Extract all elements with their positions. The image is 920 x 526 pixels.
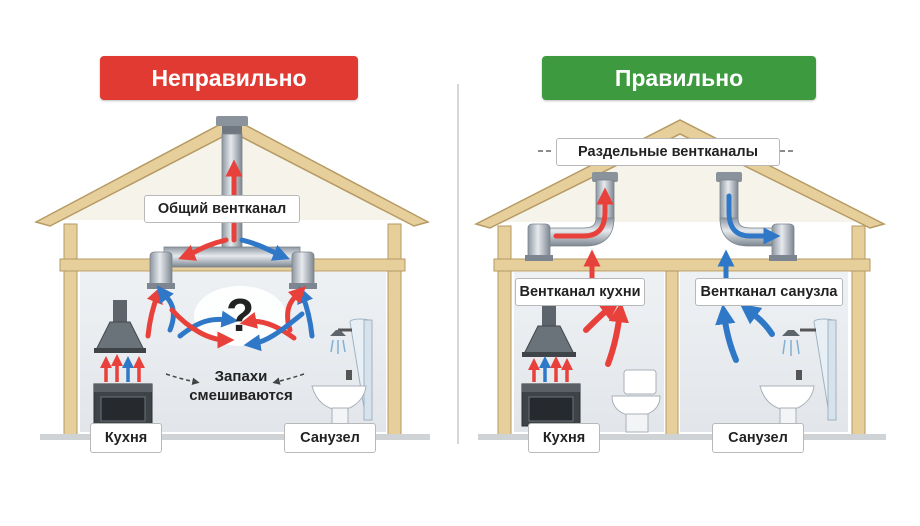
mix-question-mark: ?: [225, 289, 255, 341]
left-room-label-kitchen: Кухня: [90, 423, 162, 453]
left-wall-right: [387, 223, 402, 437]
kitchen-duct-label: Вентканал кухни: [515, 278, 645, 306]
right-toilet: [611, 369, 661, 433]
smell-mixing-line2: смешиваются: [189, 387, 293, 404]
right-floor: [478, 434, 886, 440]
left-house: [34, 116, 430, 440]
right-room-label-kitchen: Кухня: [528, 423, 600, 453]
left-dashed-arrow-kitchen: [165, 373, 200, 385]
right-header: Правильно: [542, 56, 816, 100]
left-dashed-arrow-bath: [272, 373, 305, 385]
left-wall-left: [63, 223, 78, 437]
left-stove: [93, 383, 153, 427]
right-roof: [473, 119, 887, 229]
left-kitchen-hood: [94, 300, 146, 353]
left-stove-arrows: [100, 354, 145, 382]
bathroom-duct-label: Вентканал санузла: [695, 278, 843, 306]
right-attic: [492, 133, 868, 222]
smell-mixing-text: Запахи смешиваются: [176, 367, 306, 405]
right-room-label-bathroom: Санузел: [712, 423, 804, 453]
right-house: [473, 119, 887, 440]
right-kitchen-hood: [522, 306, 576, 357]
right-kitchen-air-arrows: [583, 299, 630, 367]
smell-mixing-line1: Запахи: [214, 368, 268, 385]
left-room-label-bathroom: Санузел: [284, 423, 376, 453]
right-wall-left: [497, 225, 512, 437]
right-wall-right: [851, 225, 866, 437]
right-stove-arrows: [528, 356, 573, 382]
right-bathroom-fixtures: [759, 318, 837, 433]
common-duct-label: Общий вентканал: [144, 195, 300, 223]
right-bath-air-arrows: [715, 303, 775, 363]
left-floor: [40, 434, 430, 440]
wrong-header: Неправильно: [100, 56, 358, 100]
right-wall-middle: [665, 269, 679, 437]
left-mix-arrows: [145, 285, 315, 352]
separate-ducts-label: Раздельные вентканалы: [556, 138, 780, 166]
right-stove: [521, 383, 581, 427]
